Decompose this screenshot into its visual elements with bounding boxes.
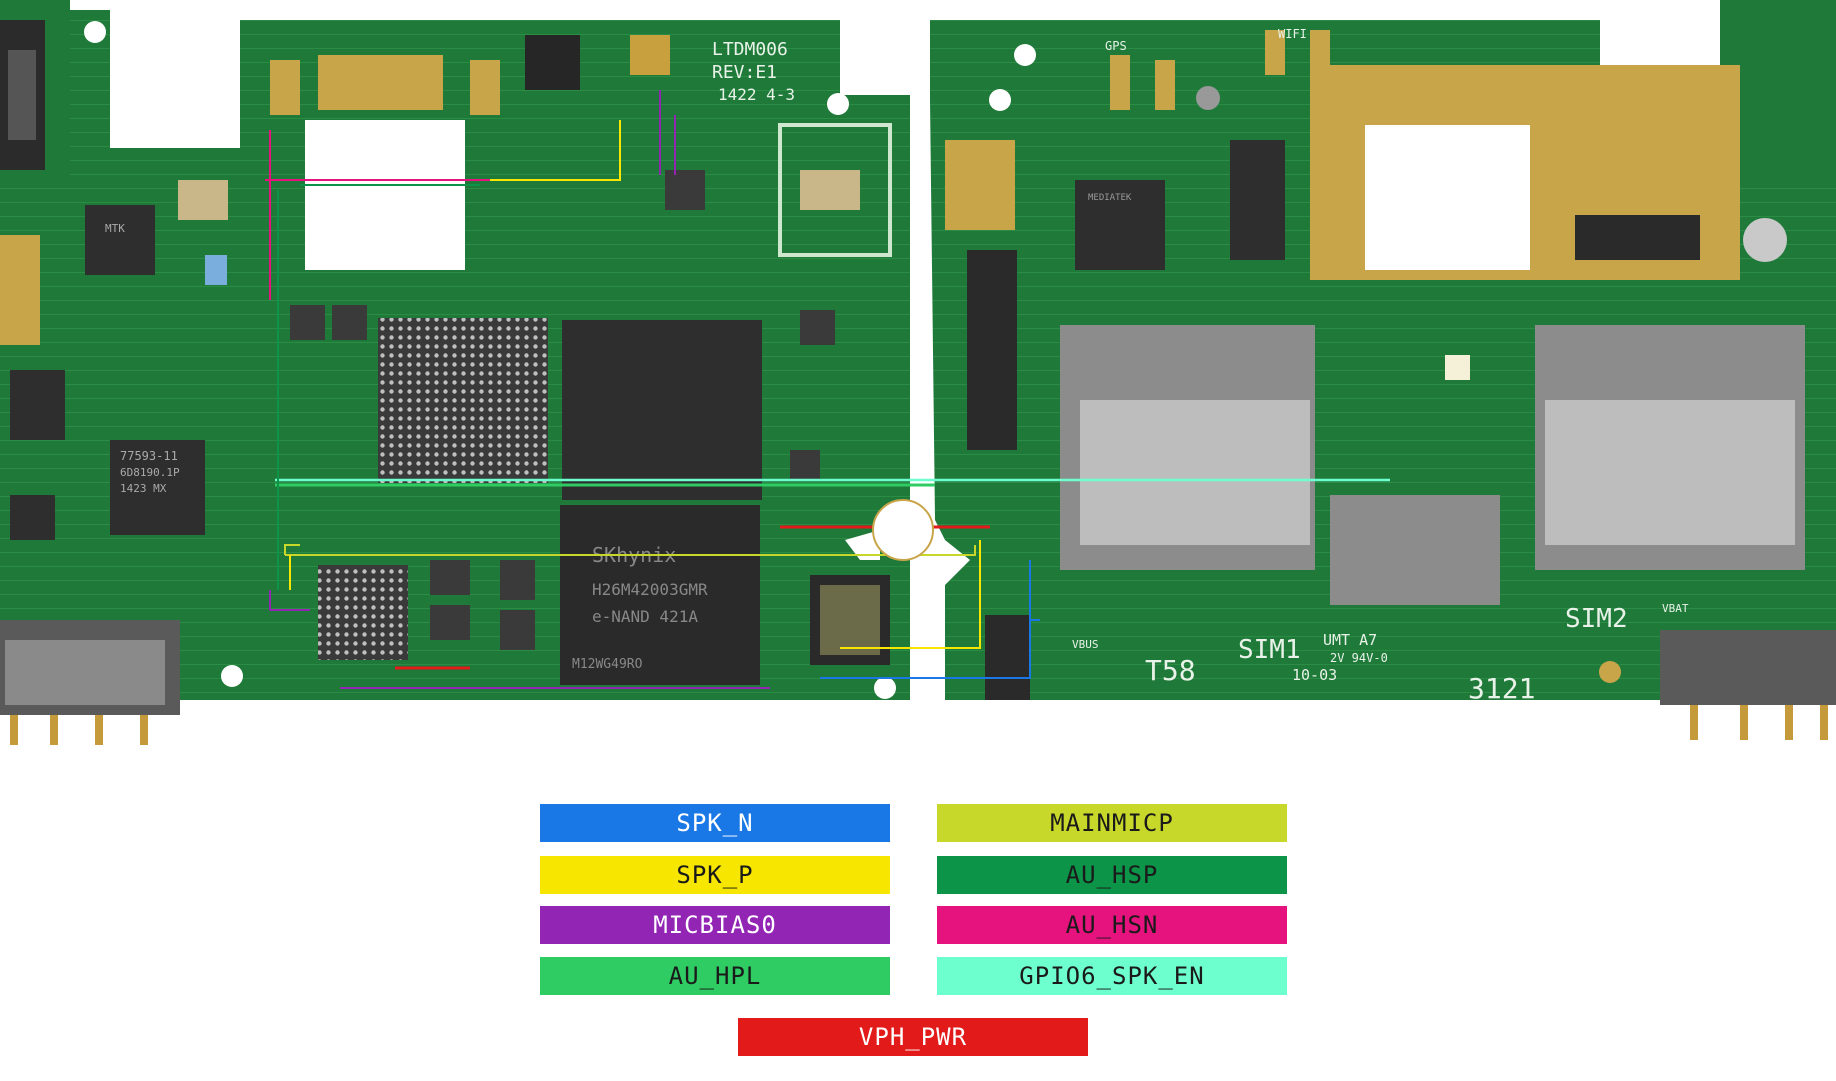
pa-chip-b2-label: 6D8190.1P <box>120 466 180 479</box>
legend-label: VPH_PWR <box>858 1023 968 1051</box>
legend-label: MICBIAS0 <box>653 911 777 939</box>
legend-item-au-hpl: AU_HPL <box>540 957 890 995</box>
legend-label: GPIO6_SPK_EN <box>1019 962 1205 990</box>
pa-chip-b3-label: 1423 MX <box>120 482 167 495</box>
legend-label: AU_HSN <box>1065 911 1159 939</box>
pa-chip-b-label: 77593-11 <box>120 449 178 463</box>
legend-item-spk-n: SPK_N <box>540 804 890 842</box>
vbus-label: VBUS <box>1072 638 1099 651</box>
right-board: GPS WIFI MEDIATEK SIM1 SIM2 T58 UMT A7 2… <box>930 0 1836 740</box>
umt-label: UMT A7 <box>1323 631 1377 649</box>
pcb-board-diagram: LTDM006 REV:E1 1422 4-3 SKhynix H26M4200… <box>0 0 1836 745</box>
legend-item-vph-pwr: VPH_PWR <box>738 1018 1088 1056</box>
memory-part-label: H26M42003GMR <box>592 580 708 599</box>
gps-label: GPS <box>1105 39 1127 53</box>
umt2-label: 2V 94V-0 <box>1330 651 1388 665</box>
board-date-label: 1422 4-3 <box>718 85 795 104</box>
memory-lot-label: M12WG49RO <box>572 657 643 672</box>
legend-item-au-hsp: AU_HSP <box>937 856 1287 894</box>
sim2-label: SIM2 <box>1565 604 1628 634</box>
wifi-label: WIFI <box>1278 27 1307 41</box>
board-model-label: LTDM006 <box>712 39 788 60</box>
legend-label: SPK_P <box>676 861 754 889</box>
memory-type-label: e-NAND 421A <box>592 607 698 626</box>
legend-item-au-hsn: AU_HSN <box>937 906 1287 944</box>
legend-label: SPK_N <box>676 809 754 837</box>
legend-item-spk-p: SPK_P <box>540 856 890 894</box>
code-label: 3121 <box>1468 672 1535 705</box>
pa-chip-a-label: MTK <box>105 222 125 235</box>
board-rev-label: REV:E1 <box>712 62 777 83</box>
signal-traces <box>265 90 1390 689</box>
legend-label: AU_HPL <box>668 962 762 990</box>
sim1-label: SIM1 <box>1238 635 1301 665</box>
legend-label: MAINMICP <box>1050 809 1174 837</box>
legend-item-micbias0: MICBIAS0 <box>540 906 890 944</box>
vbat-label: VBAT <box>1662 602 1689 615</box>
umt3-label: 10-03 <box>1292 666 1337 684</box>
legend-item-gpio6-spk-en: GPIO6_SPK_EN <box>937 957 1287 995</box>
legend-item-mainmicp: MAINMICP <box>937 804 1287 842</box>
legend-label: AU_HSP <box>1065 861 1159 889</box>
wifi-chip-label: MEDIATEK <box>1088 193 1132 203</box>
t58-label: T58 <box>1145 654 1196 687</box>
left-board: LTDM006 REV:E1 1422 4-3 SKhynix H26M4200… <box>0 0 910 745</box>
